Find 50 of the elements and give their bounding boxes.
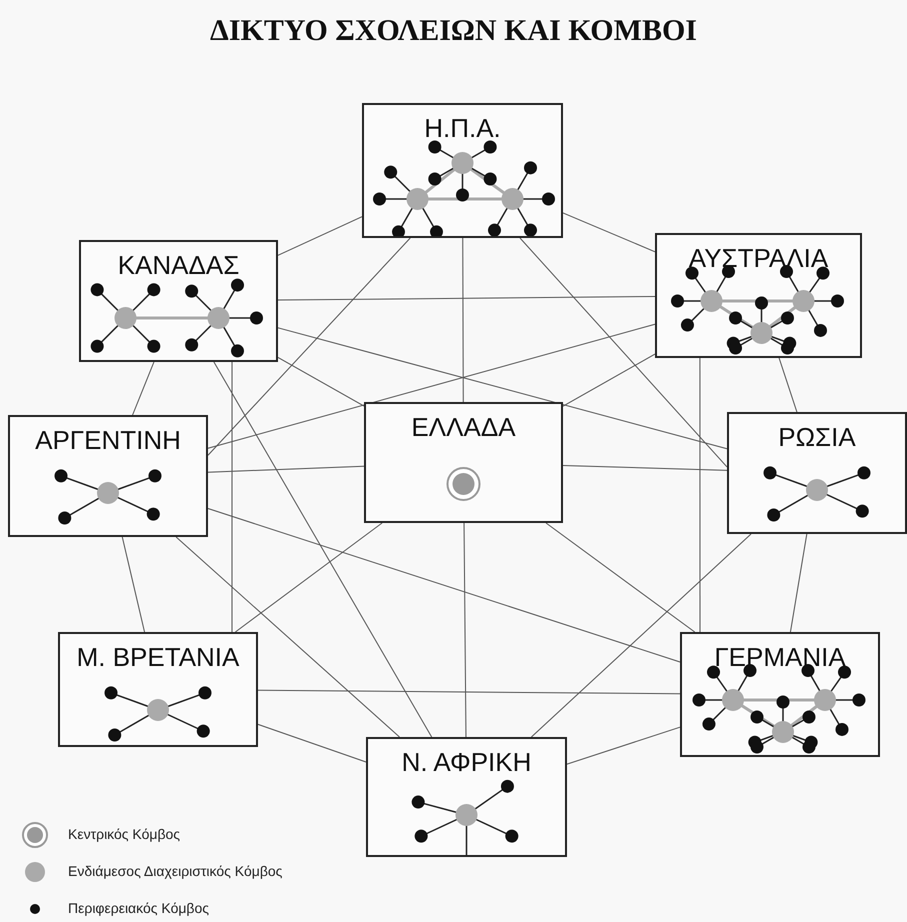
connector-line bbox=[278, 216, 362, 256]
country-name: Ν. ΑΦΡΙΚΗ bbox=[400, 747, 532, 778]
country-box bbox=[366, 737, 567, 857]
connector-line bbox=[208, 508, 680, 662]
connector-line bbox=[258, 724, 366, 762]
connector-line bbox=[699, 358, 700, 632]
country-box bbox=[362, 103, 563, 238]
country-name: Μ. ΒΡΕΤΑΝΙΑ bbox=[76, 642, 240, 673]
legend-text: Κεντρικός Κόμβος bbox=[68, 826, 180, 842]
country-name: ΡΩΣΙΑ bbox=[777, 422, 857, 453]
legend-text: Ενδιάμεσος Διαχειριστικός Κόμβος bbox=[68, 863, 282, 879]
country-box bbox=[655, 233, 862, 358]
country-box bbox=[680, 632, 880, 757]
country-box bbox=[79, 240, 278, 362]
connector-line bbox=[234, 522, 383, 632]
connector-line bbox=[122, 536, 146, 632]
connector-line bbox=[562, 354, 656, 407]
country-box bbox=[727, 412, 907, 534]
country-name: ΚΑΝΑΔΑΣ bbox=[116, 250, 240, 281]
connector-line bbox=[778, 358, 798, 412]
country-name: Η.Π.Α. bbox=[423, 113, 502, 144]
connector-line bbox=[232, 362, 233, 632]
connector-line bbox=[278, 327, 728, 450]
title: ΔΙΚΤΥΟ ΣΧΟΛΕΙΩΝ ΚΑΙ ΚΟΜΒΟΙ bbox=[209, 14, 698, 48]
country-box bbox=[364, 402, 563, 523]
country-name: ΑΡΓΕΝΤΙΝΗ bbox=[34, 425, 182, 456]
connector-line bbox=[258, 690, 680, 694]
country-name: ΑΥΣΤΡΑΛΙΑ bbox=[688, 243, 830, 274]
connector-line bbox=[519, 238, 728, 468]
connector-line bbox=[464, 522, 466, 738]
connector-line bbox=[176, 536, 400, 738]
country-box bbox=[8, 415, 208, 537]
connector-line bbox=[132, 362, 154, 416]
connector-line bbox=[208, 324, 656, 449]
connector-line bbox=[278, 296, 656, 301]
connector-line bbox=[208, 466, 364, 473]
connector-line bbox=[278, 356, 364, 407]
connector-line bbox=[546, 522, 696, 632]
legend-text: Περιφερειακός Κόμβος bbox=[68, 900, 210, 916]
connector-line bbox=[562, 464, 728, 471]
connector-line bbox=[530, 534, 752, 738]
connector-line bbox=[208, 238, 411, 456]
connector-line bbox=[213, 362, 432, 738]
country-name: ΓΕΡΜΑΝΙΑ bbox=[713, 642, 847, 673]
connector-line bbox=[566, 726, 680, 765]
connector-line bbox=[462, 238, 464, 402]
country-name: ΕΛΛΑΔΑ bbox=[410, 412, 517, 443]
country-box bbox=[58, 632, 258, 747]
connector-line bbox=[562, 212, 656, 252]
connector-line bbox=[790, 534, 808, 632]
